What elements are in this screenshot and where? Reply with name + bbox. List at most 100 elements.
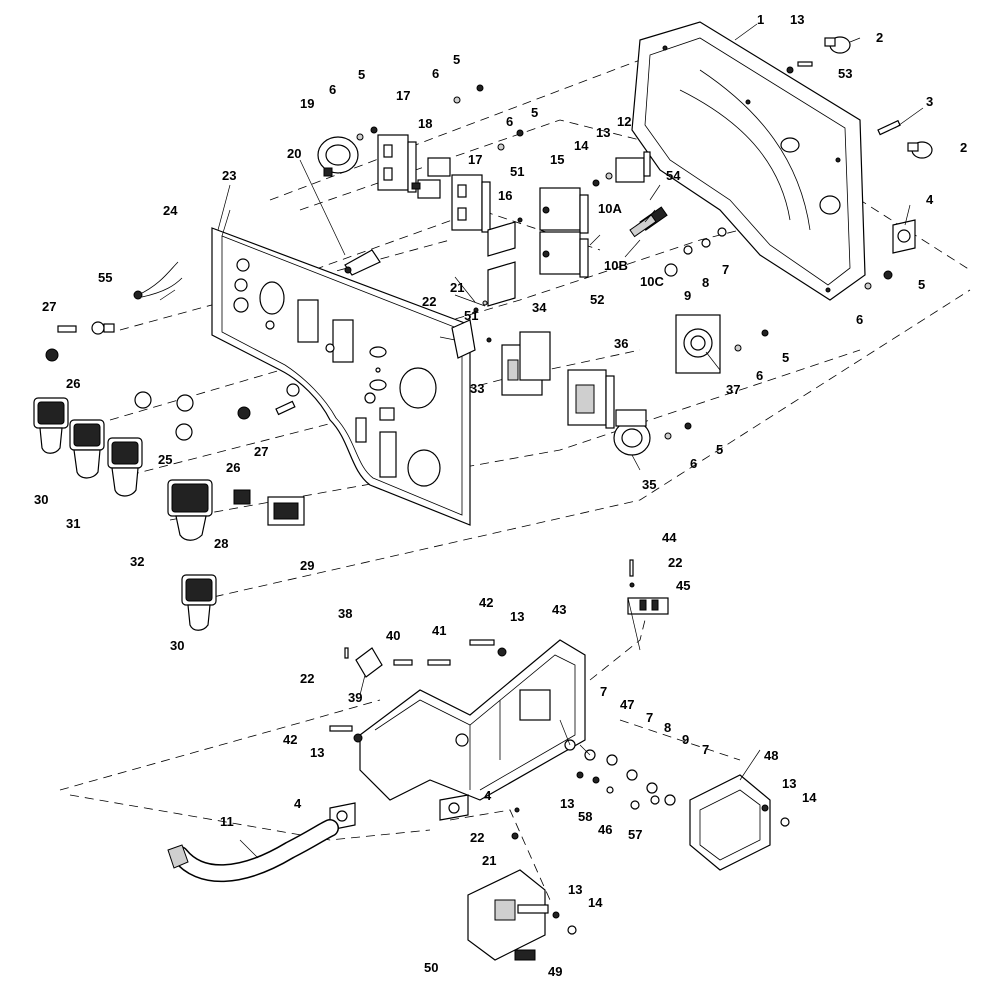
- grommet-part-4: [892, 219, 916, 254]
- callout-27: 27: [254, 444, 268, 459]
- cover-part-32: [167, 479, 213, 541]
- meter-part-36: [567, 369, 615, 429]
- callout-10a: 10A: [598, 201, 622, 216]
- callout-45: 45: [676, 578, 690, 593]
- callout-47: 47: [620, 697, 634, 712]
- callout-35: 35: [642, 477, 656, 492]
- callout-22: 22: [422, 294, 436, 309]
- hose-part-11: [167, 819, 339, 883]
- callout-14: 14: [588, 895, 603, 910]
- callout-26: 26: [66, 376, 80, 391]
- callout-53: 53: [838, 66, 852, 81]
- callout-8: 8: [702, 275, 709, 290]
- connector-part-49: [514, 949, 536, 961]
- fuse-holder-part-26-27: [45, 321, 300, 420]
- breaker-part-15: [539, 187, 589, 234]
- lower-screws: [329, 559, 635, 743]
- callout-51: 51: [464, 308, 478, 323]
- callout-13: 13: [568, 882, 582, 897]
- callout-29: 29: [300, 558, 314, 573]
- callout-38: 38: [338, 606, 352, 621]
- outlet-part-19: [317, 136, 359, 177]
- callout-5: 5: [716, 442, 723, 457]
- switch-part-29: [267, 496, 305, 526]
- callout-2: 2: [960, 140, 967, 155]
- callout-12: 12: [617, 114, 631, 129]
- callout-6: 6: [856, 312, 863, 327]
- callout-13: 13: [510, 609, 524, 624]
- callout-54: 54: [666, 168, 681, 183]
- callout-2: 2: [876, 30, 883, 45]
- outlet-part-37: [675, 314, 721, 374]
- callout-14: 14: [574, 138, 589, 153]
- callout-7: 7: [600, 684, 607, 699]
- callout-3: 3: [926, 94, 933, 109]
- outlet-part-35: [613, 409, 651, 456]
- callout-22: 22: [668, 555, 682, 570]
- callout-7: 7: [702, 742, 709, 757]
- callout-22: 22: [300, 671, 314, 686]
- callout-16: 16: [498, 188, 512, 203]
- callout-15: 15: [550, 152, 564, 167]
- washers-lower: [564, 739, 676, 810]
- callout-58: 58: [578, 809, 592, 824]
- callout-40: 40: [386, 628, 400, 643]
- callout-49: 49: [548, 964, 562, 979]
- callout-17: 17: [396, 88, 410, 103]
- callout-20: 20: [287, 146, 301, 161]
- callout-24: 24: [163, 203, 178, 218]
- screws: [786, 61, 901, 136]
- outlet-part-17a: [377, 134, 417, 193]
- callout-30: 30: [34, 492, 48, 507]
- callout-13: 13: [310, 745, 324, 760]
- switch-part-28: [233, 489, 251, 505]
- callout-28: 28: [214, 536, 228, 551]
- cover-part-31a: [69, 419, 105, 479]
- callout-19: 19: [300, 96, 314, 111]
- callout-36: 36: [614, 336, 628, 351]
- leader-lines: [159, 23, 924, 859]
- circuit-board-part-50: [467, 869, 577, 961]
- callout-5: 5: [782, 350, 789, 365]
- callout-22: 22: [470, 830, 484, 845]
- small-hardware: [356, 84, 769, 440]
- cover-part-30a: [33, 397, 69, 454]
- transformer-part-34: [501, 331, 551, 396]
- callout-5: 5: [358, 67, 365, 82]
- callout-50: 50: [424, 960, 438, 975]
- callout-52: 52: [590, 292, 604, 307]
- cover-part-30b: [181, 574, 217, 631]
- callout-5: 5: [531, 105, 538, 120]
- callout-42: 42: [283, 732, 297, 747]
- callout-32: 32: [130, 554, 144, 569]
- callout-55: 55: [98, 270, 112, 285]
- grommets-lower-part-4: [329, 794, 469, 831]
- nuts-right: [864, 270, 893, 290]
- callout-8: 8: [664, 720, 671, 735]
- callout-5: 5: [918, 277, 925, 292]
- callout-31: 31: [66, 516, 80, 531]
- callout-13: 13: [790, 12, 804, 27]
- hardware-lower-mid: [511, 807, 520, 840]
- callout-7: 7: [646, 710, 653, 725]
- callout-6: 6: [690, 456, 697, 471]
- callout-23: 23: [222, 168, 236, 183]
- callout-5: 5: [453, 52, 460, 67]
- connector-part-33: [451, 319, 476, 359]
- outlet-part-17b: [451, 174, 491, 233]
- terminal-part-45: [627, 597, 669, 615]
- callout-17: 17: [468, 152, 482, 167]
- engine-housing-part-1: [631, 21, 866, 301]
- callout-13: 13: [596, 125, 610, 140]
- wire-harness-part-55: [133, 261, 183, 300]
- callout-18: 18: [418, 116, 432, 131]
- callout-6: 6: [756, 368, 763, 383]
- callout-34: 34: [532, 300, 547, 315]
- callout-4: 4: [294, 796, 302, 811]
- callout-11: 11: [220, 814, 234, 829]
- callout-7: 7: [722, 262, 729, 277]
- callout-6: 6: [506, 114, 513, 129]
- callout-37: 37: [726, 382, 740, 397]
- switch-part-18: [411, 157, 451, 199]
